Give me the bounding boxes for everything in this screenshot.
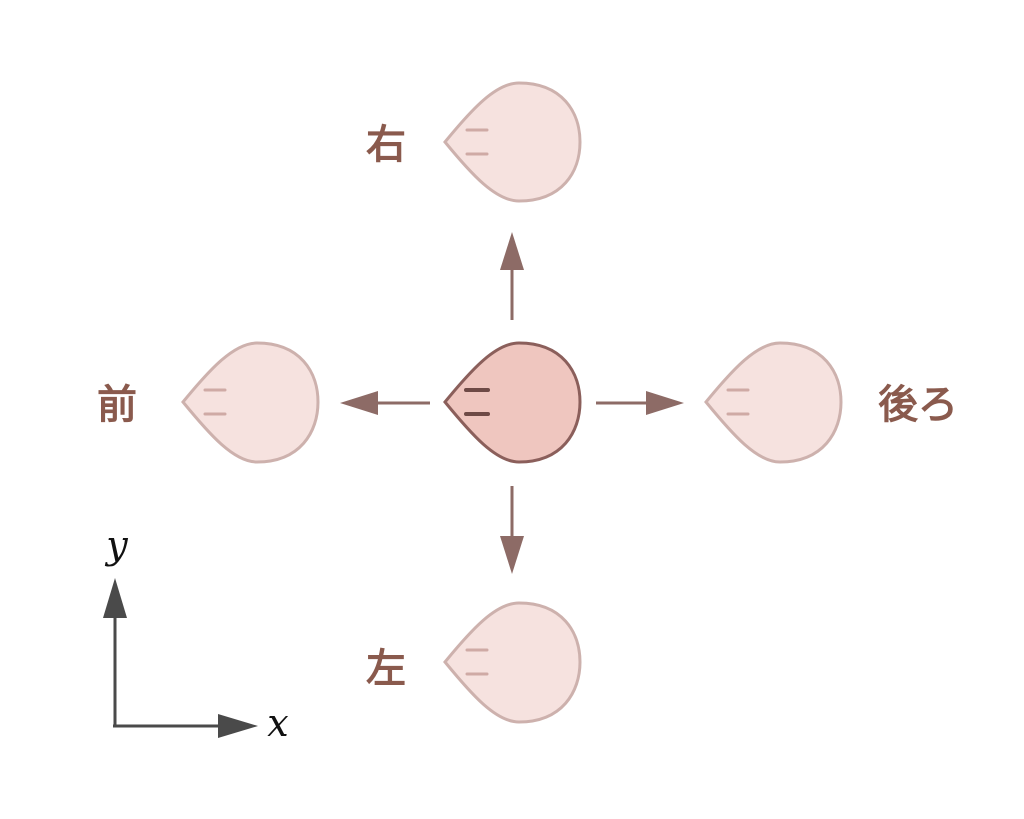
label-back: 後ろ (878, 382, 958, 428)
coordinate-axes: y x (103, 523, 289, 745)
figure-back-ghost (704, 341, 843, 464)
direction-arrows (340, 232, 684, 574)
label-left: 左 (366, 646, 406, 692)
figure-left-ghost (443, 601, 582, 724)
arrow-left (340, 391, 430, 415)
y-axis-arrowhead (103, 578, 127, 618)
arrow-down (500, 486, 524, 574)
x-axis-arrowhead (218, 714, 258, 738)
y-axis-label: y (104, 523, 128, 567)
arrow-right (596, 391, 684, 415)
arrow-up (500, 232, 524, 320)
figure-center (443, 341, 582, 464)
figure-front-ghost (181, 341, 320, 464)
label-right: 右 (366, 122, 406, 168)
figure-right-ghost (443, 81, 582, 203)
x-axis-label: x (267, 701, 288, 745)
label-front: 前 (97, 382, 137, 428)
